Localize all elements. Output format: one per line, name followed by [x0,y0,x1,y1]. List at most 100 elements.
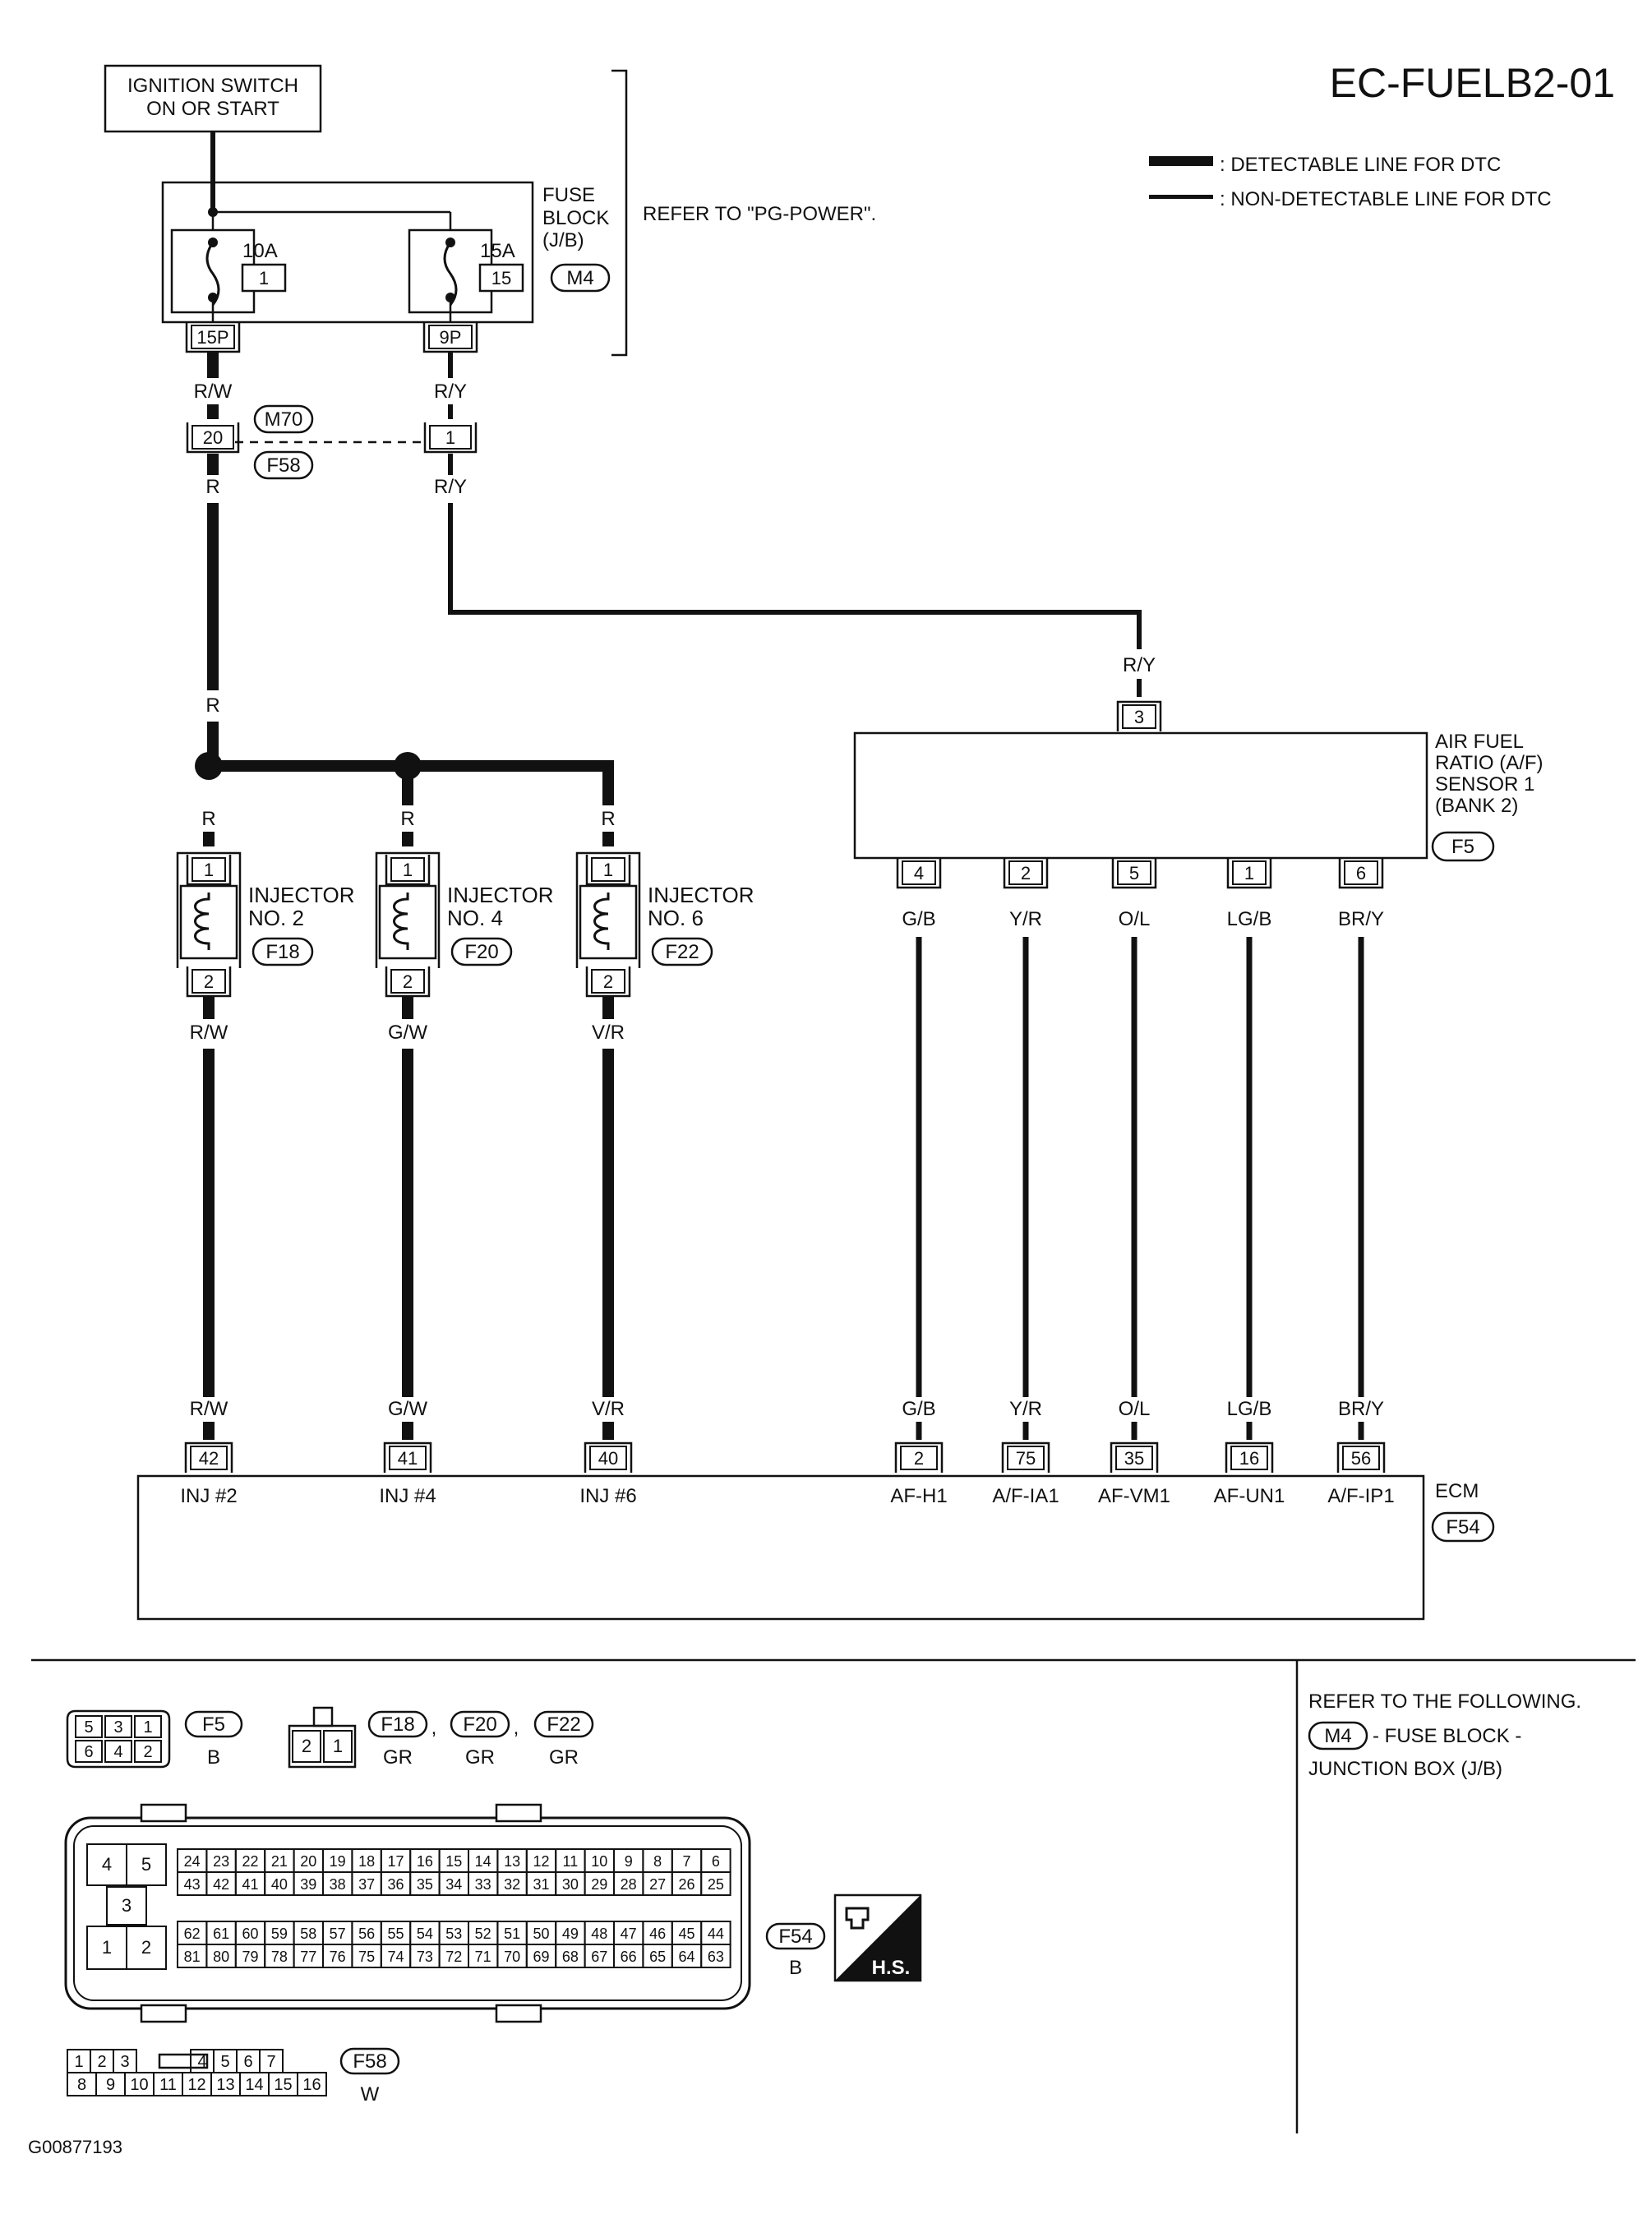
wire-label: R/Y [1123,654,1156,676]
wire-ry-to-af-sensor [448,503,1142,649]
injector-connector-tag-label: F18 [265,941,299,963]
ecm-view-pin-label: 15 [445,1853,462,1870]
ecm-view-pin-label: 70 [504,1949,520,1965]
injector-connector-view-tag-label: F18 [381,1714,414,1736]
wire-label: R/Y [434,476,467,498]
ecm-terminal-label: 40 [598,1448,618,1469]
injector-body [176,851,242,968]
ecm-view-pin-label: 78 [271,1949,288,1965]
ecm-view-pin-label: 56 [358,1926,375,1942]
af-sensor-pin-bracket [1003,858,1049,889]
af-sensor-label: (BANK 2) [1435,795,1518,817]
fuse-terminal-box [428,325,473,349]
joint-connector-tag-top-label: M70 [265,408,303,431]
f5-pin-label: 4 [113,1743,122,1761]
ecm-view-pin-label: 6 [712,1853,720,1870]
ecm-view-pin-label: 20 [300,1853,316,1870]
ecm-pin-label: INJ #4 [379,1485,436,1507]
ecm-view-pin-label: 40 [271,1876,288,1893]
af-sensor-pin-bracket [1338,858,1384,889]
ecm-view-pin-label: 38 [330,1876,346,1893]
wire-label: LG/B [1227,1398,1272,1420]
ecm-label: ECM [1435,1480,1479,1502]
injector-color: GR [549,1746,579,1769]
ecm-view-pin-label: 23 [213,1853,229,1870]
ignition-line2: ON OR START [146,98,279,120]
wire-label: V/R [592,1398,625,1420]
f58-pin-label: 11 [159,2076,177,2094]
ecm-connector-inner [73,1825,742,2001]
legend-nondetectable-text: : NON-DETECTABLE LINE FOR DTC [1220,188,1552,210]
ecm-view-pin-label: 2 [141,1937,151,1958]
injector-label: NO. 6 [648,906,704,930]
af-sensor-pin-top-bracket [1116,700,1162,731]
f58-pin-label: 5 [220,2053,229,2071]
ecm-pin-label: AF-H1 [890,1485,947,1507]
injector-view-pin-label: 2 [302,1736,311,1756]
hs-connector-icon [845,1907,870,1930]
af-sensor-connector-tag-label: F5 [1451,836,1474,858]
joint-terminal-left-label: 20 [203,427,223,448]
ecm-view-pin-label: 7 [682,1853,690,1870]
ecm-view-pin-label: 49 [562,1926,579,1942]
ecm-view-pin-label: 75 [358,1949,375,1965]
injector-label: INJECTOR [447,883,554,907]
ecm-view-pin-label: 1 [102,1937,112,1958]
ecm-terminal-box [1007,1446,1045,1470]
ecm-view-pin-label: 14 [475,1853,491,1870]
ecm-terminal-bracket [184,1441,233,1473]
ecm-view-pin-label: 41 [242,1876,258,1893]
f58-connector-view-tag-label: F58 [353,2050,386,2073]
f5-pin-label: 2 [143,1743,152,1761]
injector-pin-top-box [591,857,625,882]
ecm-pin-label: A/F-IP1 [1327,1485,1394,1507]
ecm-view-pin-label: 32 [504,1876,520,1893]
wire-label: V/R [592,1022,625,1044]
ecm-view-pin-label: 25 [708,1876,724,1893]
f58-pin-label: 12 [187,2076,205,2094]
ecm-view-pin-label: 24 [184,1853,201,1870]
injector-pin-top-box [192,857,226,882]
ecm-view-pin-label: 58 [300,1926,316,1942]
ecm-view-pin [126,1843,167,1886]
ecm-view-pin-label: 62 [184,1926,201,1942]
ecm-pin-label: A/F-IA1 [992,1485,1059,1507]
wire-label: R [601,808,615,830]
refer-bracket [611,69,628,357]
ecm-connector-lug [495,2004,542,2023]
ecm-view-pin [700,1871,731,1896]
ecm-view-pin-label: 13 [504,1853,520,1870]
f5-connector-view-tag-label: F5 [202,1714,225,1736]
refer-pg-power: REFER TO "PG-POWER". [643,203,876,225]
ecm-terminal-bracket [1336,1441,1386,1473]
wire-label: BR/Y [1338,1398,1384,1420]
fuse-terminal-box [191,325,235,349]
injector-pin-top-label: 1 [204,860,214,880]
f5-color: B [207,1746,220,1769]
joint-connector-tag-top [253,404,314,434]
ecm-terminal-box [1230,1446,1268,1470]
f58-pin-label: 10 [130,2076,148,2094]
ecm-terminal-bracket [1225,1441,1274,1473]
ecm-view-pin-label: 34 [445,1876,462,1893]
ecm-view-pin-label: 71 [475,1949,491,1965]
ecm-view-pin-label: 29 [591,1876,607,1893]
injector-connector-view-tag-label: F22 [547,1714,580,1736]
injector-label: NO. 4 [447,906,503,930]
ecm-view-pin-label: 50 [533,1926,549,1942]
wire-label: LG/B [1227,908,1272,930]
injector-pin-top-bracket [385,855,431,886]
separator-comma: , [514,1717,519,1739]
f5-pin-label: 5 [84,1718,93,1737]
f5-connector-view-tag [184,1710,243,1738]
ecm-view-pin-label: 43 [184,1876,201,1893]
ecm-view-pin-label: 17 [387,1853,404,1870]
af-sensor-pin-top-label: 3 [1134,707,1144,727]
ecm-view-pin-label: 80 [213,1949,229,1965]
wire-label: G/W [388,1022,427,1044]
f58-pin-label: 3 [120,2053,129,2071]
ecm-view-pin-label: 44 [708,1926,724,1942]
ecm-view-pin-label: 64 [678,1949,694,1965]
injector-pin-bottom-label: 2 [204,971,214,992]
f5-pin [134,1740,162,1763]
